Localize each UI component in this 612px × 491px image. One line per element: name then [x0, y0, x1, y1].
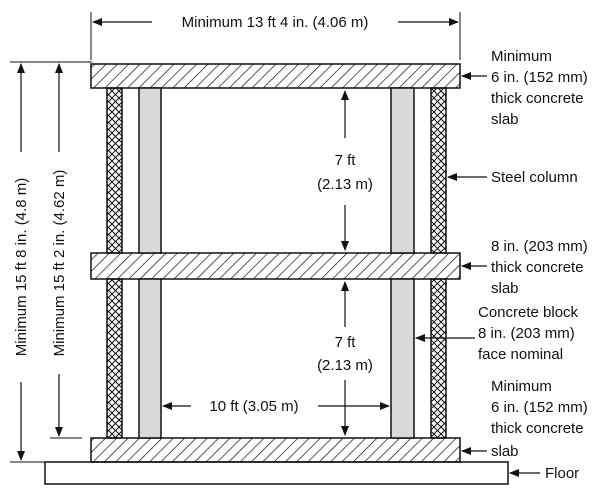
middle-slab-callout: 8 in. (203 mm) thick concrete slab — [461, 238, 588, 297]
concrete-block-label-3: face nominal — [478, 346, 563, 363]
bottom-slab-label-3: thick concrete — [491, 420, 584, 437]
top-slab-label-4: slab — [491, 111, 519, 128]
floor-label: Floor — [545, 465, 579, 482]
overall-height-label: Minimum 15 ft 8 in. (4.8 m) — [13, 178, 30, 356]
top-slab — [90, 63, 461, 89]
middle-slab — [90, 252, 461, 280]
middle-slab-label-2: thick concrete — [491, 259, 584, 276]
top-slab-label-1: Minimum — [491, 48, 552, 65]
right-block-wall-upper — [430, 87, 447, 254]
overall-width-dimension: Minimum 13 ft 4 in. (4.06 m) — [90, 12, 461, 60]
right-block-wall-lower — [430, 278, 447, 439]
left-block-wall-upper — [106, 87, 123, 254]
upper-clear-height-dimension: 7 ft (2.13 m) — [317, 90, 373, 251]
steel-column-label: Steel column — [491, 169, 578, 186]
inner-span-dimension: 10 ft (3.05 m) — [162, 398, 390, 415]
lower-clear-height-ft: 7 ft — [335, 334, 357, 351]
inner-height-dimension: Minimum 15 ft 2 in. (4.62 m) — [50, 63, 82, 439]
bottom-slab-label-1: Minimum — [491, 378, 552, 395]
middle-slab-label-3: slab — [491, 280, 519, 297]
floor — [44, 461, 509, 485]
middle-slab-label-1: 8 in. (203 mm) — [491, 238, 588, 255]
lower-clear-height-dimension: 7 ft (2.13 m) — [317, 281, 373, 436]
overall-width-label: Minimum 13 ft 4 in. (4.06 m) — [182, 14, 369, 31]
left-steel-column-lower — [138, 278, 162, 439]
concrete-block-label-1: Concrete block — [478, 304, 579, 321]
top-slab-callout: Minimum 6 in. (152 mm) thick concrete sl… — [461, 48, 588, 128]
concrete-block-callout: Concrete block 8 in. (203 mm) face nomin… — [415, 304, 579, 363]
bottom-slab-label-4: slab — [491, 443, 519, 460]
upper-clear-height-ft: 7 ft — [335, 152, 357, 169]
upper-clear-height-m: (2.13 m) — [317, 176, 373, 193]
bottom-slab-label-2: 6 in. (152 mm) — [491, 399, 588, 416]
inner-height-label: Minimum 15 ft 2 in. (4.62 m) — [51, 170, 68, 357]
left-steel-column-upper — [138, 87, 162, 254]
bottom-slab-callout: Minimum 6 in. (152 mm) thick concrete sl… — [461, 378, 588, 460]
bottom-slab — [90, 437, 461, 463]
overall-height-dimension: Minimum 15 ft 8 in. (4.8 m) — [10, 61, 92, 463]
concrete-block-label-2: 8 in. (203 mm) — [478, 325, 575, 342]
left-block-wall-lower — [106, 278, 123, 439]
right-steel-column-lower — [390, 278, 415, 439]
right-steel-column-upper — [390, 87, 415, 254]
inner-span-label: 10 ft (3.05 m) — [209, 398, 298, 415]
top-slab-label-3: thick concrete — [491, 90, 584, 107]
lower-clear-height-m: (2.13 m) — [317, 357, 373, 374]
top-slab-label-2: 6 in. (152 mm) — [491, 69, 588, 86]
floor-callout: Floor — [509, 465, 579, 482]
steel-column-callout: Steel column — [447, 169, 578, 186]
